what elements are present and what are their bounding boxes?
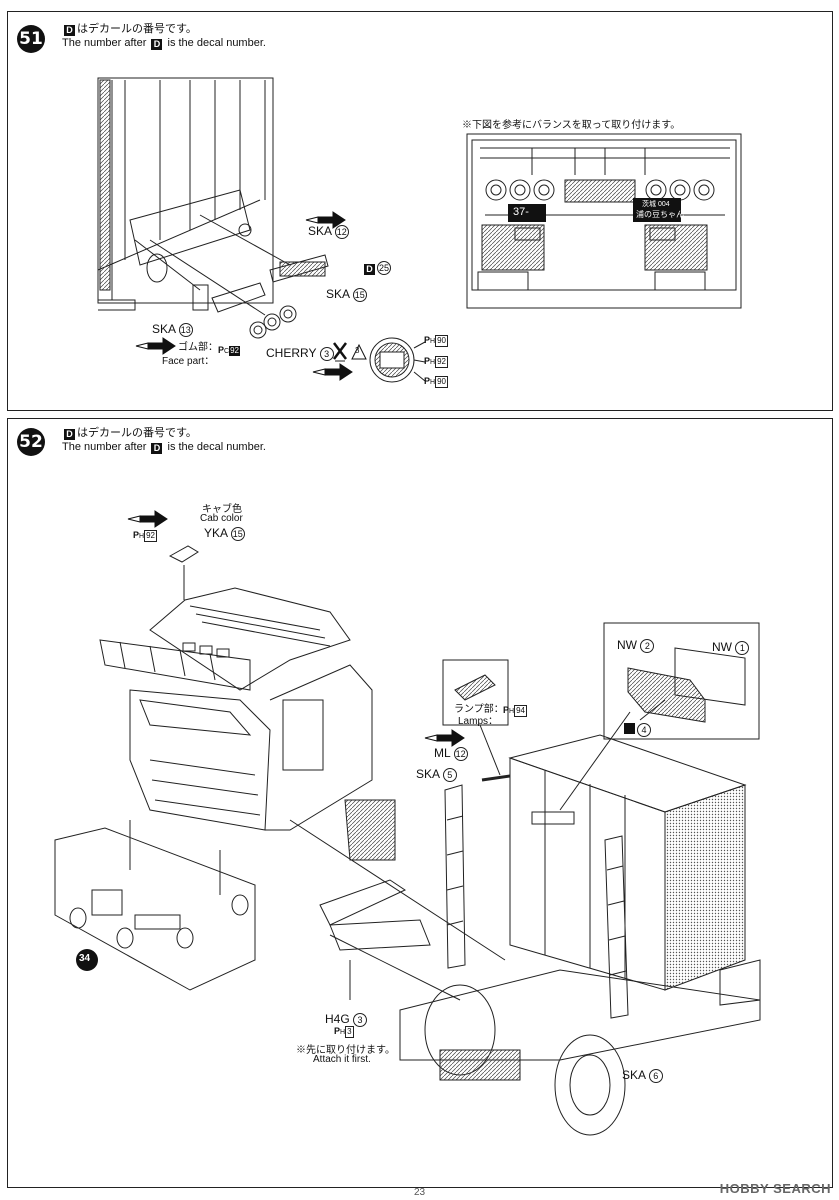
label-lamps-en: Lamps：: [458, 716, 499, 727]
inset-note: ※下図を参考にバランスを取って取り付けます。: [462, 120, 681, 131]
label-ml12: ML 12: [434, 746, 468, 761]
note-jp: はデカールの番号です。: [77, 23, 197, 35]
label-cherry: CHERRY 3: [266, 346, 334, 361]
label-attach-en: Attach it first.: [313, 1054, 371, 1065]
step-51-panel: [7, 11, 833, 411]
label-h4g3: H4G 3: [325, 1012, 368, 1027]
label-cab-color-jp: キャブ色: [202, 504, 242, 515]
note-en-pre: The number after: [62, 441, 147, 453]
note-en-post: is the decal number.: [167, 441, 266, 453]
decal-d-icon: D: [151, 443, 163, 454]
label-cab-color-en: Cab color: [200, 513, 243, 524]
label-nw2: NW 2: [617, 638, 655, 653]
label-ska15: SKA 15: [326, 287, 367, 302]
paint-code-pc92: PC92: [218, 345, 240, 356]
watermark: HOBBY SEARCH: [719, 1181, 831, 1196]
label-nw1: NW 1: [712, 640, 750, 655]
label-ref-34: 34: [79, 953, 91, 964]
label-x3: 3: [355, 346, 360, 355]
label-yka15: YKA 15: [204, 526, 245, 541]
decal-d-icon: D: [64, 429, 75, 440]
label-ska6: SKA 6: [622, 1068, 663, 1083]
step-52-number: 52: [17, 428, 45, 456]
decal-d-icon: D: [151, 39, 163, 50]
label-face-part: Face part：: [162, 356, 215, 367]
label-decal-4: 4: [637, 722, 651, 737]
label-attach-jp: ※先に取り付けます。: [296, 1045, 395, 1056]
step-52-panel: [7, 418, 833, 1188]
step-51-number: 51: [17, 25, 45, 53]
label-lamp-jp: ランプ部：: [454, 704, 504, 715]
label-ska12: SKA 12: [308, 224, 349, 239]
page-number: 23: [413, 1187, 426, 1198]
plate-right-top-text: 茨城 004: [642, 201, 670, 208]
note-en-post: is the decal number.: [167, 37, 266, 49]
plate-right-main-text: 浦の豆ちゃん: [636, 210, 684, 219]
label-gomu-jp: ゴム部：: [178, 342, 218, 353]
note-en-pre: The number after: [62, 37, 147, 49]
label-ska13: SKA 13: [152, 322, 193, 337]
note-jp: はデカールの番号です。: [77, 427, 197, 439]
plate-left-text: 37-: [513, 206, 529, 218]
decal-d-icon: D: [64, 25, 75, 36]
label-ska5: SKA 5: [416, 767, 457, 782]
